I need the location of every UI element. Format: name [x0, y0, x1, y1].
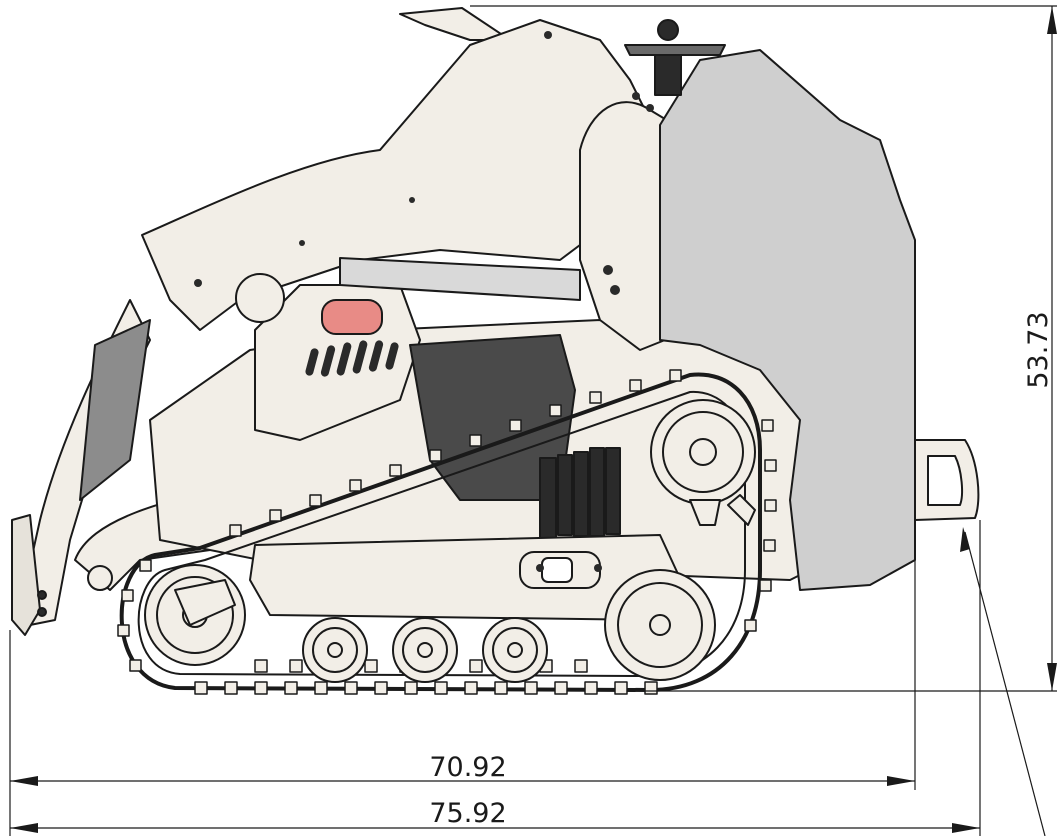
road-wheels — [302, 617, 548, 683]
drive-hub — [689, 438, 717, 466]
dimension-label-overall-length: 70.92 — [429, 752, 506, 783]
sprocket-teeth — [689, 494, 756, 526]
frame-badge-inner — [541, 557, 573, 583]
bucket-bolt — [37, 590, 47, 600]
dimension-arrows — [10, 6, 1057, 833]
top-fin — [399, 7, 511, 41]
hydraulic-cylinder — [339, 257, 581, 301]
leader-line — [964, 531, 1046, 836]
bucket-plate — [79, 319, 151, 501]
joystick-knob — [657, 19, 679, 41]
dimension-label-overall-length-step: 75.92 — [429, 798, 506, 829]
loader-arm — [141, 19, 651, 331]
bucket-edge — [11, 514, 41, 636]
track-band — [119, 372, 762, 692]
bolts — [194, 31, 654, 572]
dimension-label-overall-height: 53.73 — [1023, 311, 1054, 388]
idler-bracket — [174, 579, 236, 626]
hydraulic-valves — [539, 447, 621, 539]
control-handle — [624, 44, 726, 56]
bucket-bolt — [37, 607, 47, 617]
rear-step-hole — [927, 455, 964, 506]
warning-light — [321, 299, 383, 335]
machine-side-view — [11, 7, 980, 695]
rear-idler-hub — [649, 614, 671, 636]
fuel-cap — [235, 273, 285, 323]
vent-slots — [305, 340, 399, 377]
dimension-lines — [9, 5, 1057, 836]
engine-cover — [659, 49, 916, 591]
pivot-pin — [87, 565, 113, 591]
joystick — [654, 54, 682, 96]
